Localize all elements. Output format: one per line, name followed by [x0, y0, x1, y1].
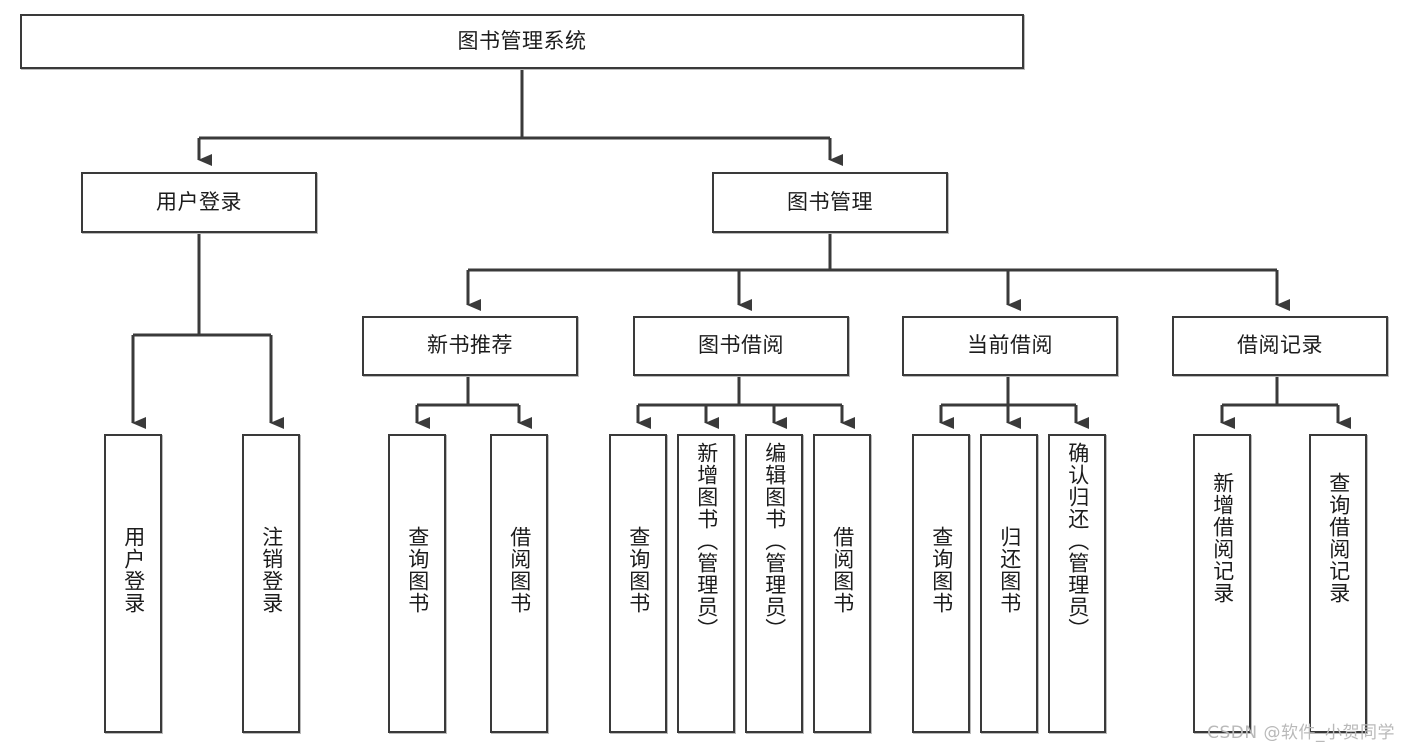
node-leaf-query-book-1-label: 查询图书 [405, 526, 430, 614]
node-new-book-recommend-label: 新书推荐 [427, 333, 513, 358]
node-new-book-recommend[interactable]: 新书推荐 [362, 316, 578, 376]
node-current-borrow[interactable]: 当前借阅 [902, 316, 1118, 376]
node-leaf-query-book-3-label: 查询图书 [929, 526, 954, 614]
node-leaf-borrow-book-1[interactable]: 借阅图书 [490, 434, 548, 733]
node-root[interactable]: 图书管理系统 [20, 14, 1024, 69]
node-borrow-record[interactable]: 借阅记录 [1172, 316, 1388, 376]
node-leaf-confirm-return[interactable]: 确认归还（管理员） [1048, 434, 1106, 733]
node-leaf-add-book[interactable]: 新增图书（管理员） [677, 434, 735, 733]
node-leaf-borrow-book-2-label: 借阅图书 [830, 526, 855, 614]
node-leaf-edit-book-label: 编辑图书（管理员） [762, 442, 787, 640]
node-leaf-confirm-return-label: 确认归还（管理员） [1065, 442, 1090, 640]
node-book-management[interactable]: 图书管理 [712, 172, 948, 233]
node-leaf-query-book-3[interactable]: 查询图书 [912, 434, 970, 733]
node-leaf-borrow-book-1-label: 借阅图书 [507, 526, 532, 614]
node-leaf-add-book-label: 新增图书（管理员） [694, 442, 719, 640]
node-user-login-label: 用户登录 [156, 189, 242, 214]
node-user-login[interactable]: 用户登录 [81, 172, 317, 233]
node-leaf-query-book-2-label: 查询图书 [626, 526, 651, 614]
node-leaf-logout[interactable]: 注销登录 [242, 434, 300, 733]
node-borrow-record-label: 借阅记录 [1237, 333, 1323, 358]
watermark-text: CSDN @软件_小贺同学 [1207, 723, 1395, 743]
node-book-borrow-label: 图书借阅 [698, 333, 784, 358]
node-book-management-label: 图书管理 [787, 189, 873, 214]
node-current-borrow-label: 当前借阅 [967, 333, 1053, 358]
node-leaf-logout-label: 注销登录 [259, 526, 284, 614]
node-leaf-user-login-label: 用户登录 [121, 526, 146, 614]
node-leaf-query-book-2[interactable]: 查询图书 [609, 434, 667, 733]
node-leaf-borrow-book-2[interactable]: 借阅图书 [813, 434, 871, 733]
node-root-label: 图书管理系统 [457, 28, 587, 53]
node-leaf-return-book-label: 归还图书 [997, 526, 1022, 614]
node-leaf-query-book-1[interactable]: 查询图书 [388, 434, 446, 733]
node-leaf-return-book[interactable]: 归还图书 [980, 434, 1038, 733]
node-leaf-add-record[interactable]: 新增借阅记录 [1193, 434, 1251, 733]
node-leaf-query-record[interactable]: 查询借阅记录 [1309, 434, 1367, 733]
node-leaf-user-login[interactable]: 用户登录 [104, 434, 162, 733]
node-leaf-query-record-label: 查询借阅记录 [1326, 472, 1351, 604]
node-book-borrow[interactable]: 图书借阅 [633, 316, 849, 376]
node-leaf-add-record-label: 新增借阅记录 [1210, 472, 1235, 604]
node-leaf-edit-book[interactable]: 编辑图书（管理员） [745, 434, 803, 733]
